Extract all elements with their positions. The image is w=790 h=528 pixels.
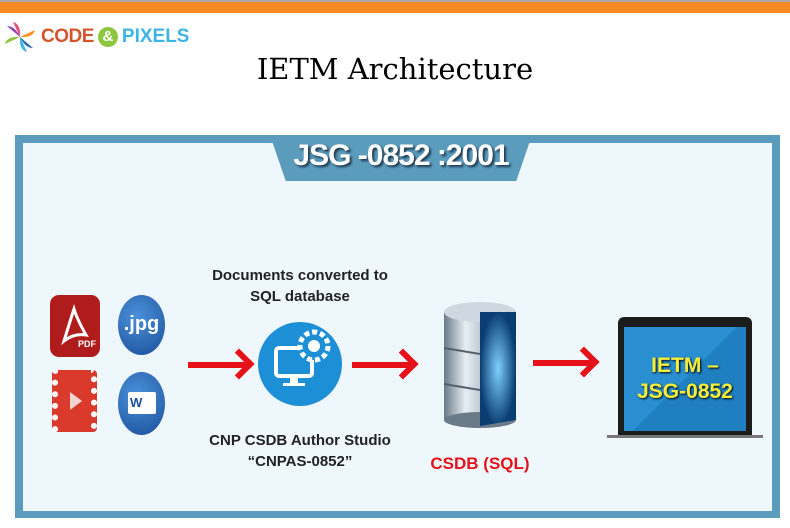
logo-ampersand: & (97, 27, 118, 47)
laptop-screen: IETM – JSG-0852 (624, 327, 746, 431)
banner-text: JSG -0852 :2001 (293, 139, 509, 172)
standard-banner: JSG -0852 :2001 (270, 135, 532, 181)
laptop-icon: IETM – JSG-0852 (618, 317, 752, 435)
label-line: SQL database (250, 288, 350, 305)
jpg-icon: .jpg (118, 295, 165, 355)
word-icon: W (118, 372, 165, 435)
label-line: “CNPAS-0852” (247, 453, 353, 470)
screen-line: IETM – (651, 354, 719, 377)
laptop-base (607, 435, 763, 438)
logo-text-code: CODE (41, 26, 94, 47)
logo-text-pixels: PIXELS (121, 26, 190, 47)
page-title: IETM Architecture (256, 52, 534, 86)
play-icon (70, 392, 82, 410)
arrow-1 (188, 362, 246, 368)
step1-top-label: Documents converted to SQL database (200, 265, 400, 307)
pdf-label: PDF (78, 339, 96, 349)
csdb-label: CSDB (SQL) (430, 454, 530, 473)
database-icon (440, 300, 520, 430)
label-line: CNP CSDB Author Studio (209, 432, 391, 449)
top-accent-bar (0, 0, 790, 13)
screen-line: JSG-0852 (637, 380, 733, 403)
arrow-3 (533, 360, 591, 366)
step1-bottom-label: CNP CSDB Author Studio “CNPAS-0852” (190, 430, 410, 472)
word-letter: W (128, 392, 156, 414)
arrow-2 (352, 362, 410, 368)
pdf-icon: PDF (50, 295, 100, 357)
label-line: Documents converted to (212, 267, 388, 284)
logo: CODE & PIXELS (3, 20, 189, 54)
monitor-gear-icon (274, 329, 331, 386)
pinwheel-icon (5, 22, 35, 52)
author-studio-icon (258, 322, 342, 406)
video-icon (52, 370, 97, 432)
